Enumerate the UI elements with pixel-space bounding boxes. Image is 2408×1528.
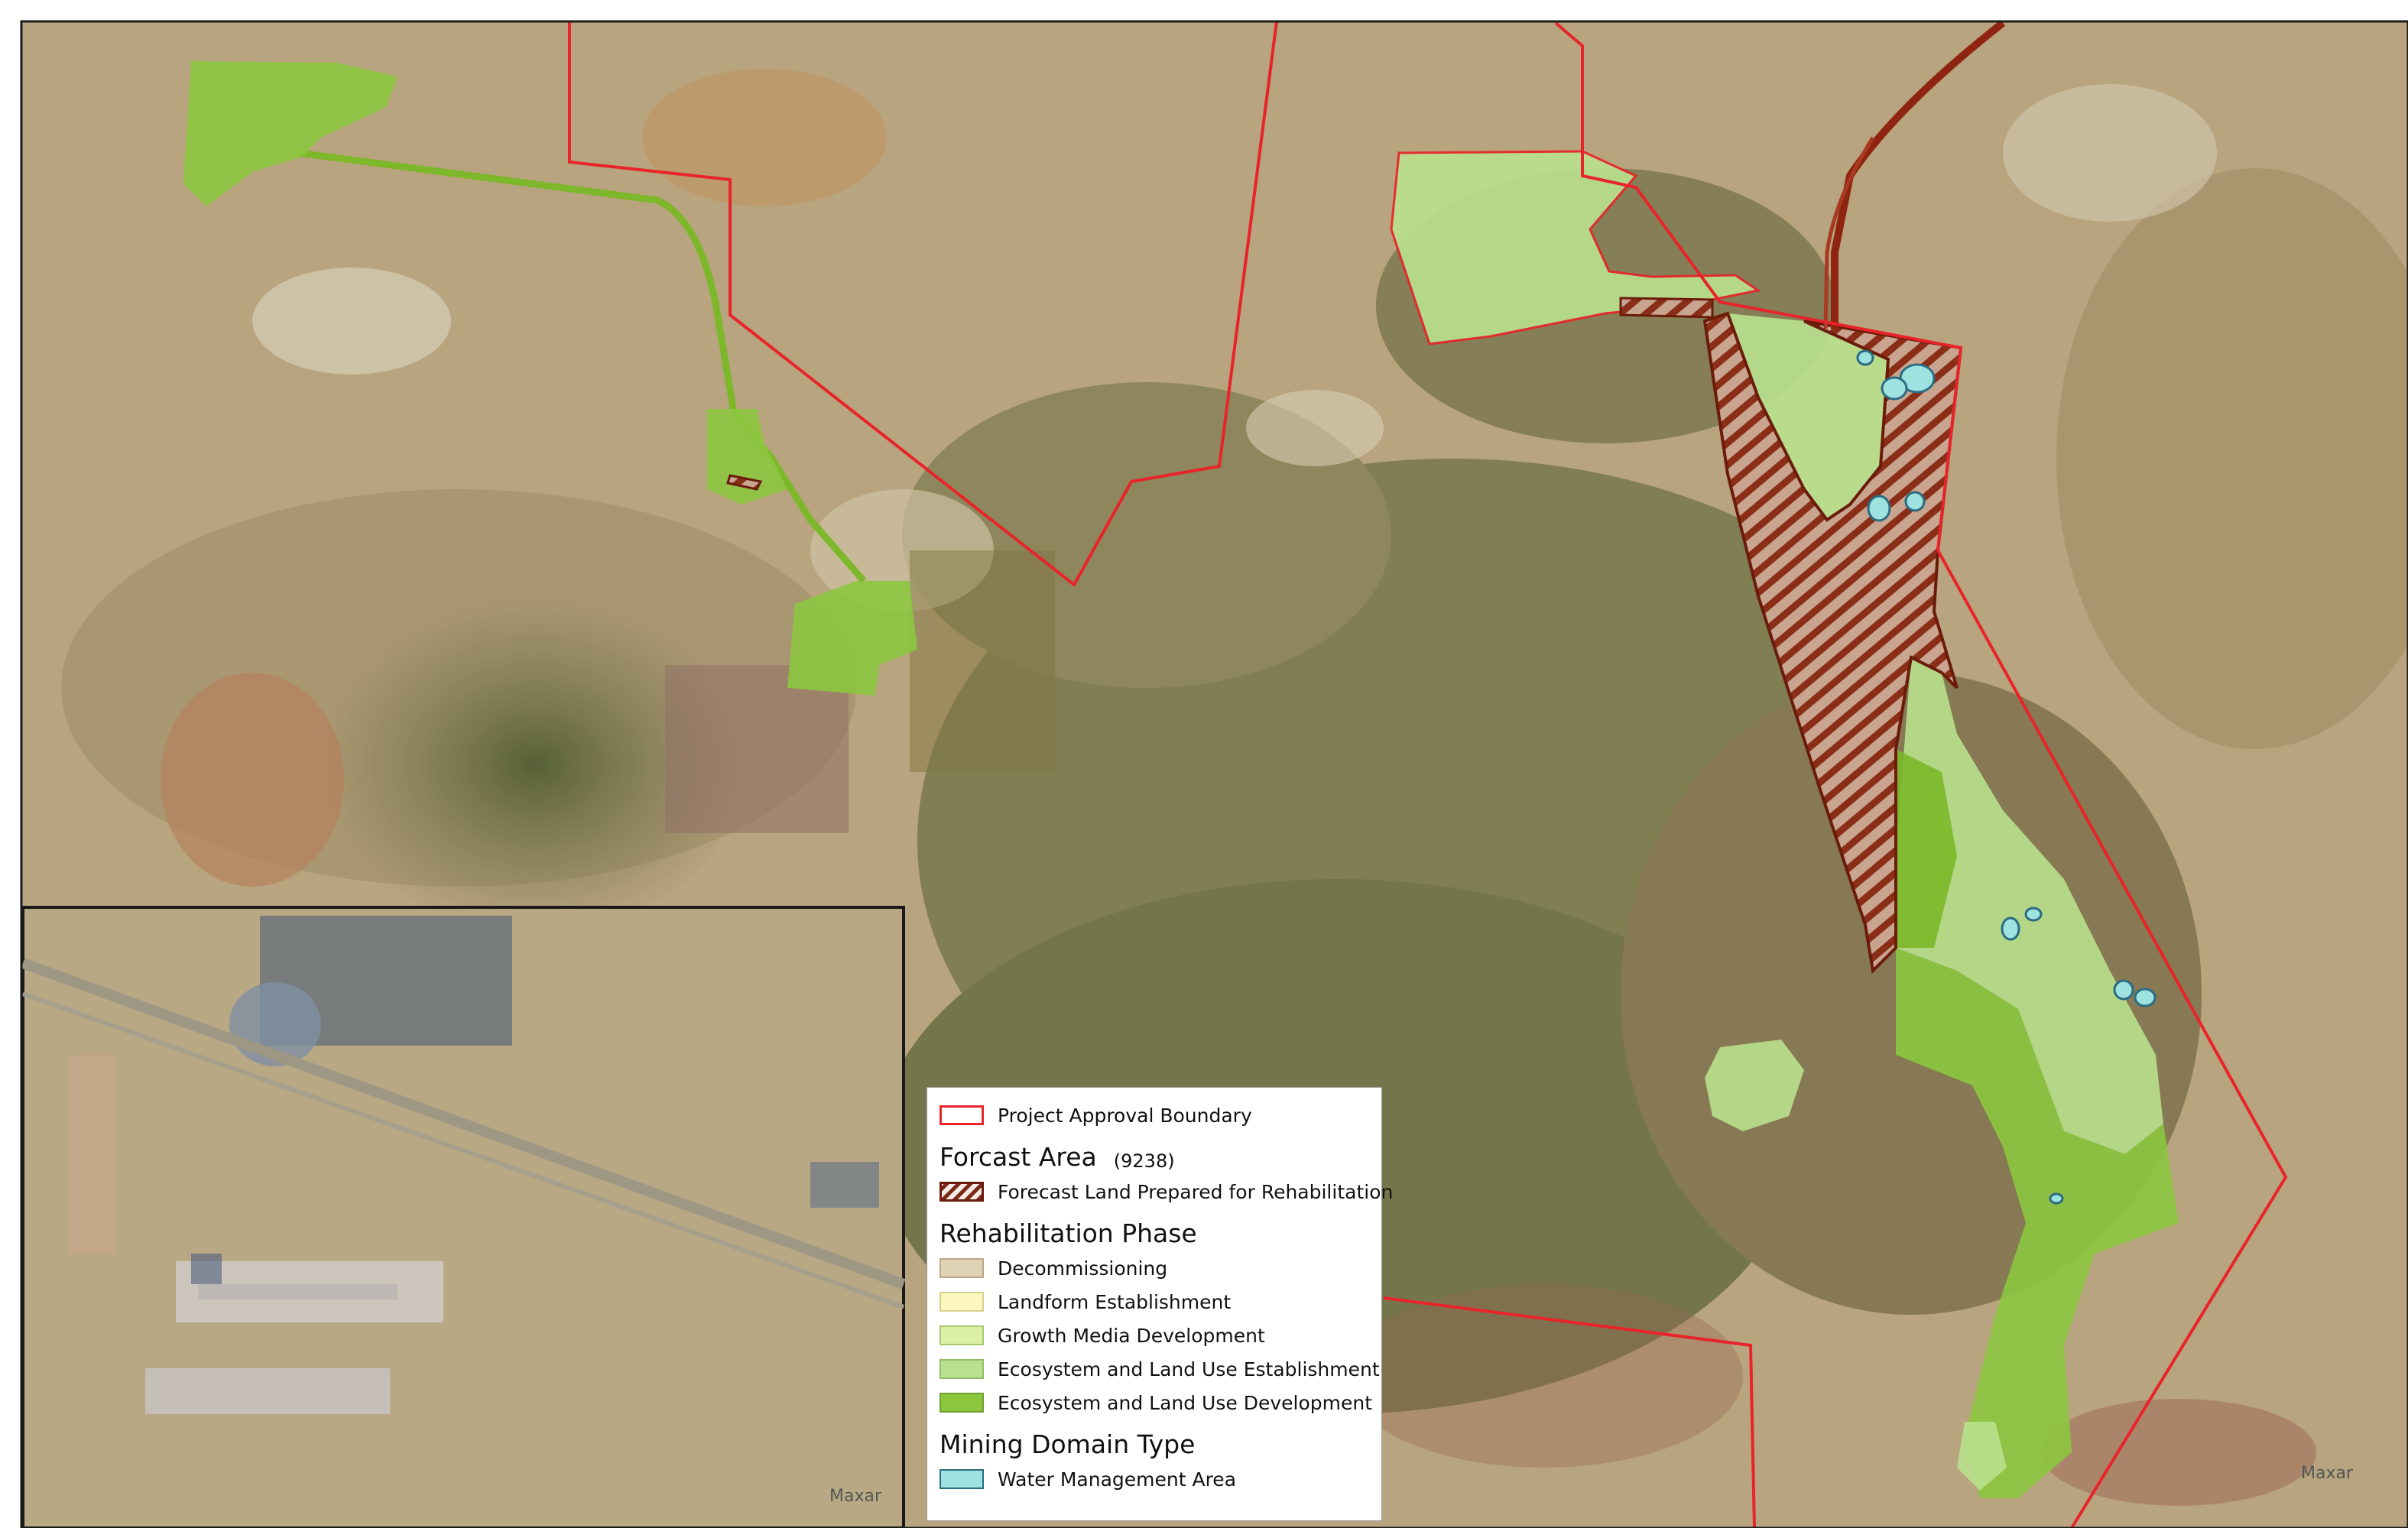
inset-map	[21, 906, 906, 1528]
legend-heading-forecast-count: (9238)	[1113, 1150, 1175, 1172]
legend-row-boundary: Project Approval Boundary	[940, 1098, 1369, 1132]
legend-label-ecosystem-development: Ecosystem and Land Use Development	[998, 1391, 1373, 1414]
legend-row-ecosystem-establishment: Ecosystem and Land Use Establishment	[940, 1352, 1380, 1386]
legend-row-growth-media: Growth Media Development	[940, 1319, 1369, 1352]
imagery-credit-main: Maxar	[2301, 1464, 2354, 1483]
rehab-areas	[183, 61, 2179, 1498]
legend-swatch-forecast-land	[940, 1182, 984, 1202]
water-management-areas	[1856, 349, 2156, 1205]
legend-swatch-landform	[940, 1292, 984, 1312]
rehab-development-east-inner	[1896, 749, 1957, 948]
rehab-establishment-pocket	[1705, 1040, 1804, 1131]
legend-row-forecast-land: Forecast Land Prepared for Rehabilitatio…	[940, 1175, 1393, 1208]
legend-heading-forecast: Forcast Area (9238)	[940, 1132, 1369, 1175]
legend-swatch-ecosystem-establishment	[940, 1359, 984, 1379]
legend-row-water-management: Water Management Area	[940, 1462, 1369, 1496]
legend-row-landform: Landform Establishment	[940, 1285, 1369, 1319]
legend-label-landform: Landform Establishment	[998, 1290, 1232, 1313]
legend-row-ecosystem-development: Ecosystem and Land Use Development	[940, 1386, 1373, 1419]
rehab-establishment-east	[1896, 657, 2163, 1154]
legend-label-water-management: Water Management Area	[998, 1468, 1237, 1491]
rehab-development-nw	[183, 61, 398, 206]
rehab-development-south	[787, 581, 917, 696]
legend-label-growth-media: Growth Media Development	[998, 1324, 1265, 1347]
map-legend: Project Approval Boundary Forcast Area (…	[927, 1087, 1393, 1521]
legend-swatch-boundary	[940, 1105, 984, 1125]
imagery-credit-inset: Maxar	[829, 1487, 882, 1506]
legend-row-decommissioning: Decommissioning	[940, 1251, 1369, 1285]
forecast-land-causeway	[1619, 297, 1714, 319]
legend-swatch-water-management	[940, 1469, 984, 1489]
road-northeast-b	[1823, 136, 1875, 329]
forecast-land-main	[1702, 311, 1963, 975]
legend-label-forecast-land: Forecast Land Prepared for Rehabilitatio…	[998, 1180, 1394, 1203]
conveyor-corridor	[297, 149, 867, 583]
legend-heading-forecast-text: Forcast Area	[940, 1142, 1097, 1172]
rehab-development-mid	[707, 409, 787, 504]
rehab-establishment-tail	[1957, 1422, 2007, 1491]
terrain-texture	[61, 69, 2408, 1506]
rehab-development-east	[1896, 948, 2179, 1498]
legend-heading-rehab: Rehabilitation Phase	[940, 1218, 1197, 1248]
legend-label-ecosystem-establishment: Ecosystem and Land Use Establishment	[998, 1358, 1380, 1380]
legend-swatch-ecosystem-development	[940, 1393, 984, 1413]
legend-heading-mining: Mining Domain Type	[940, 1429, 1196, 1459]
legend-swatch-decommissioning	[940, 1258, 984, 1278]
forecast-land-small-nw	[726, 474, 763, 491]
rehab-establishment-plant	[1728, 313, 1888, 520]
legend-label-boundary: Project Approval Boundary	[998, 1104, 1252, 1127]
legend-swatch-growth-media	[940, 1325, 984, 1345]
legend-label-decommissioning: Decommissioning	[998, 1257, 1168, 1280]
